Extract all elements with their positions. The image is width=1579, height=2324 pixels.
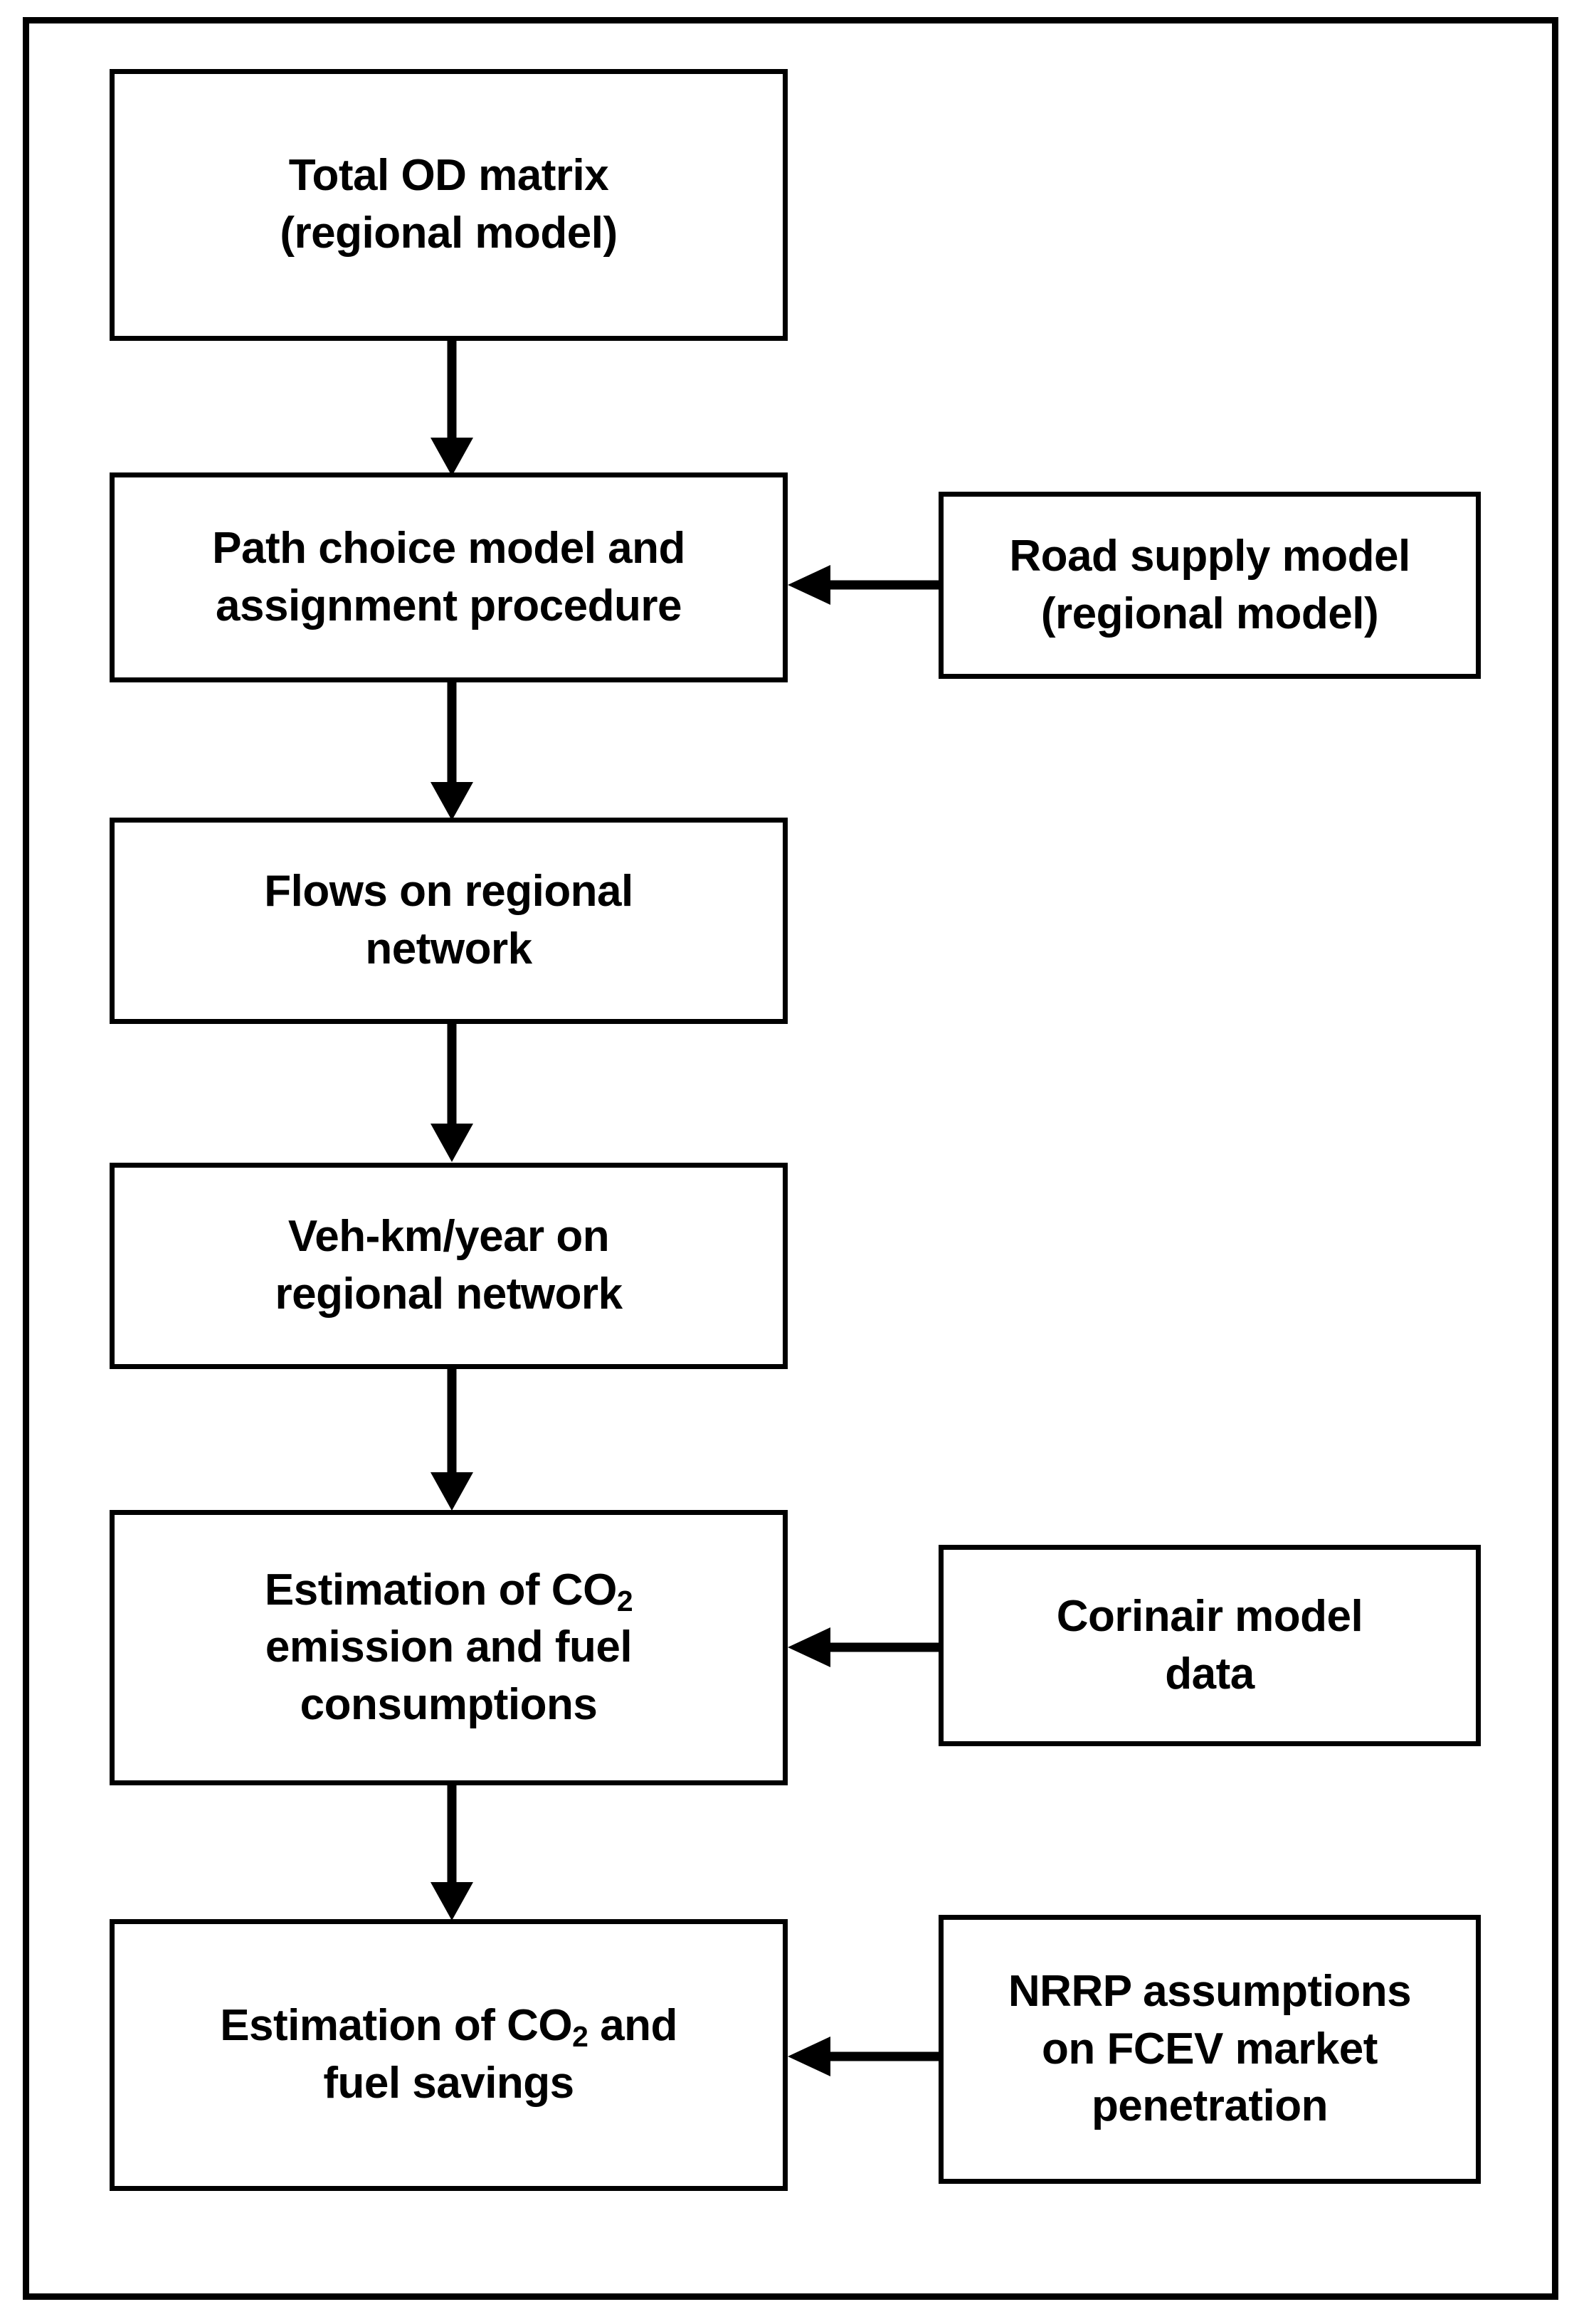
node-estimation-co2-savings-label: Estimation of CO2 and fuel savings: [207, 1997, 690, 2112]
edge-road-supply-to-path-choice: [769, 554, 954, 639]
figure-outer-frame: Total OD matrix (regional model) Path ch…: [23, 17, 1558, 2300]
node-road-supply-model-label: Road supply model (regional model): [1009, 531, 1410, 638]
node-flows-regional-network: Flows on regional network: [110, 818, 788, 1024]
node-corinair-model-data: Corinair model data: [939, 1545, 1481, 1746]
node-road-supply-model: Road supply model (regional model): [939, 492, 1481, 679]
co2-savings-line2: fuel savings: [323, 2059, 574, 2108]
node-veh-km-year: Veh-km/year on regional network: [110, 1163, 788, 1369]
node-nrrp-assumptions-label: NRRP assumptions on FCEV market penetrat…: [1008, 1967, 1412, 2131]
node-nrrp-assumptions: NRRP assumptions on FCEV market penetrat…: [939, 1915, 1481, 2184]
edge-veh-km-to-co2-emission: [428, 1365, 513, 1518]
co2-savings-line1-prefix: Estimation of CO: [220, 2001, 573, 2051]
edge-path-choice-to-flows: [428, 678, 513, 828]
node-path-choice-model: Path choice model and assignment procedu…: [110, 472, 788, 682]
edge-nrrp-to-co2-savings: [769, 2027, 954, 2112]
node-path-choice-model-label: Path choice model and assignment procedu…: [212, 523, 685, 630]
edge-total-od-to-path-choice: [428, 337, 513, 479]
node-corinair-model-data-label: Corinair model data: [1056, 1591, 1363, 1699]
edge-corinair-to-co2-emission: [769, 1617, 954, 1703]
node-veh-km-year-label: Veh-km/year on regional network: [275, 1212, 623, 1319]
node-estimation-co2-emission-label: Estimation of CO2 emission and fuel consum…: [252, 1562, 645, 1734]
node-total-od-matrix-label: Total OD matrix (regional model): [280, 151, 618, 258]
edge-flows-to-veh-km: [428, 1020, 513, 1169]
node-flows-regional-network-label: Flows on regional network: [264, 867, 633, 973]
node-estimation-co2-emission: Estimation of CO2 emission and fuel consum…: [110, 1510, 788, 1785]
node-estimation-co2-savings: Estimation of CO2 and fuel savings: [110, 1919, 788, 2191]
co2-savings-line1-suffix: and: [588, 2001, 677, 2051]
edge-co2-emission-to-co2-savings: [428, 1781, 513, 1927]
co2-emission-line1-prefix: Estimation of CO: [264, 1565, 617, 1615]
co2-emission-subscript: 2: [616, 1584, 633, 1617]
co2-emission-line3: consumptions: [300, 1679, 598, 1729]
node-total-od-matrix: Total OD matrix (regional model): [110, 69, 788, 341]
co2-savings-subscript: 2: [572, 2020, 588, 2054]
co2-emission-line2: emission and fuel: [265, 1622, 633, 1672]
